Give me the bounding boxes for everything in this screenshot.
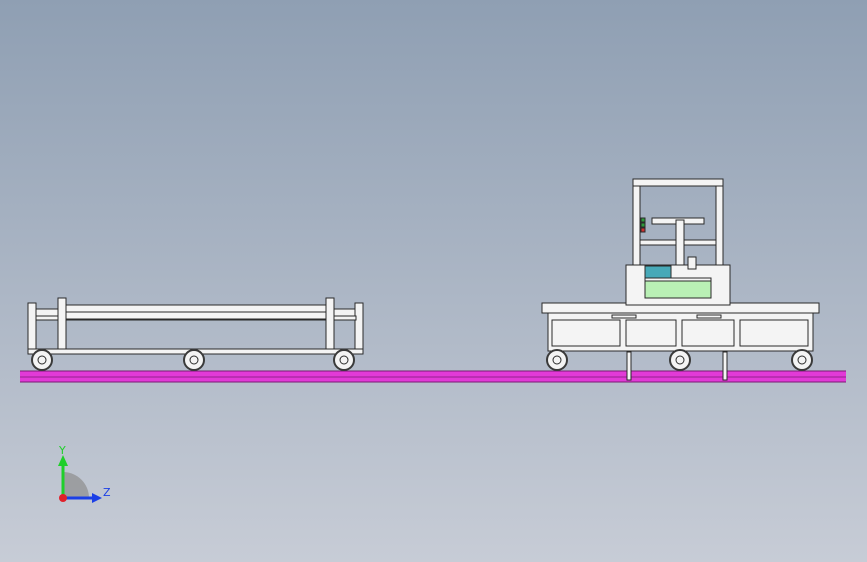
machine-sensor	[687, 256, 697, 270]
left-cart-wheels	[31, 349, 355, 371]
x-axis-origin-dot[interactable]	[59, 494, 67, 502]
left-cart-post-3[interactable]	[325, 297, 335, 354]
rail-track[interactable]	[20, 370, 846, 383]
tower-top-beam[interactable]	[632, 178, 724, 187]
machine-green-panel[interactable]	[644, 279, 712, 299]
indicator-light-red	[640, 227, 646, 233]
machine-divider	[644, 277, 712, 282]
left-cart-post-4[interactable]	[354, 302, 364, 354]
right-cart-panel-4[interactable]	[739, 319, 809, 347]
y-axis-label: Y	[58, 444, 66, 457]
wheel[interactable]	[183, 349, 205, 371]
z-axis-label: Z	[103, 486, 111, 499]
wheel[interactable]	[791, 349, 813, 371]
left-cart-end-bracket-r	[333, 315, 357, 321]
left-cart[interactable]	[27, 297, 364, 371]
rail-body[interactable]	[20, 371, 846, 382]
left-cart-post-2[interactable]	[57, 297, 67, 354]
right-cart-slot-r	[696, 314, 722, 319]
right-cart-leg-2	[722, 351, 728, 381]
left-cart-upper-bar[interactable]	[64, 304, 328, 313]
right-cart-leg-1	[626, 351, 632, 381]
indicator-light-green-2	[640, 222, 646, 228]
y-axis-arrowhead	[58, 455, 68, 466]
right-cart-slot-l	[611, 314, 637, 319]
left-cart-end-bracket-l	[35, 315, 59, 321]
right-cart-panel-2[interactable]	[625, 319, 677, 347]
lifting-tower[interactable]	[632, 178, 724, 304]
wheel[interactable]	[31, 349, 53, 371]
indicator-light-green	[640, 217, 646, 223]
coordinate-triad[interactable]: Y Z	[58, 444, 111, 503]
right-cart-panel-1[interactable]	[551, 319, 621, 347]
machine-head[interactable]	[625, 256, 731, 306]
right-cart[interactable]	[541, 178, 820, 381]
right-cart-wheels	[546, 349, 813, 371]
wheel[interactable]	[546, 349, 568, 371]
left-cart-post-1[interactable]	[27, 302, 37, 354]
wheel[interactable]	[669, 349, 691, 371]
triad-plane-indicator	[63, 472, 89, 498]
z-axis-arrowhead	[92, 493, 102, 503]
machine-motor[interactable]	[644, 265, 672, 279]
wheel[interactable]	[333, 349, 355, 371]
right-cart-panel-3[interactable]	[681, 319, 735, 347]
